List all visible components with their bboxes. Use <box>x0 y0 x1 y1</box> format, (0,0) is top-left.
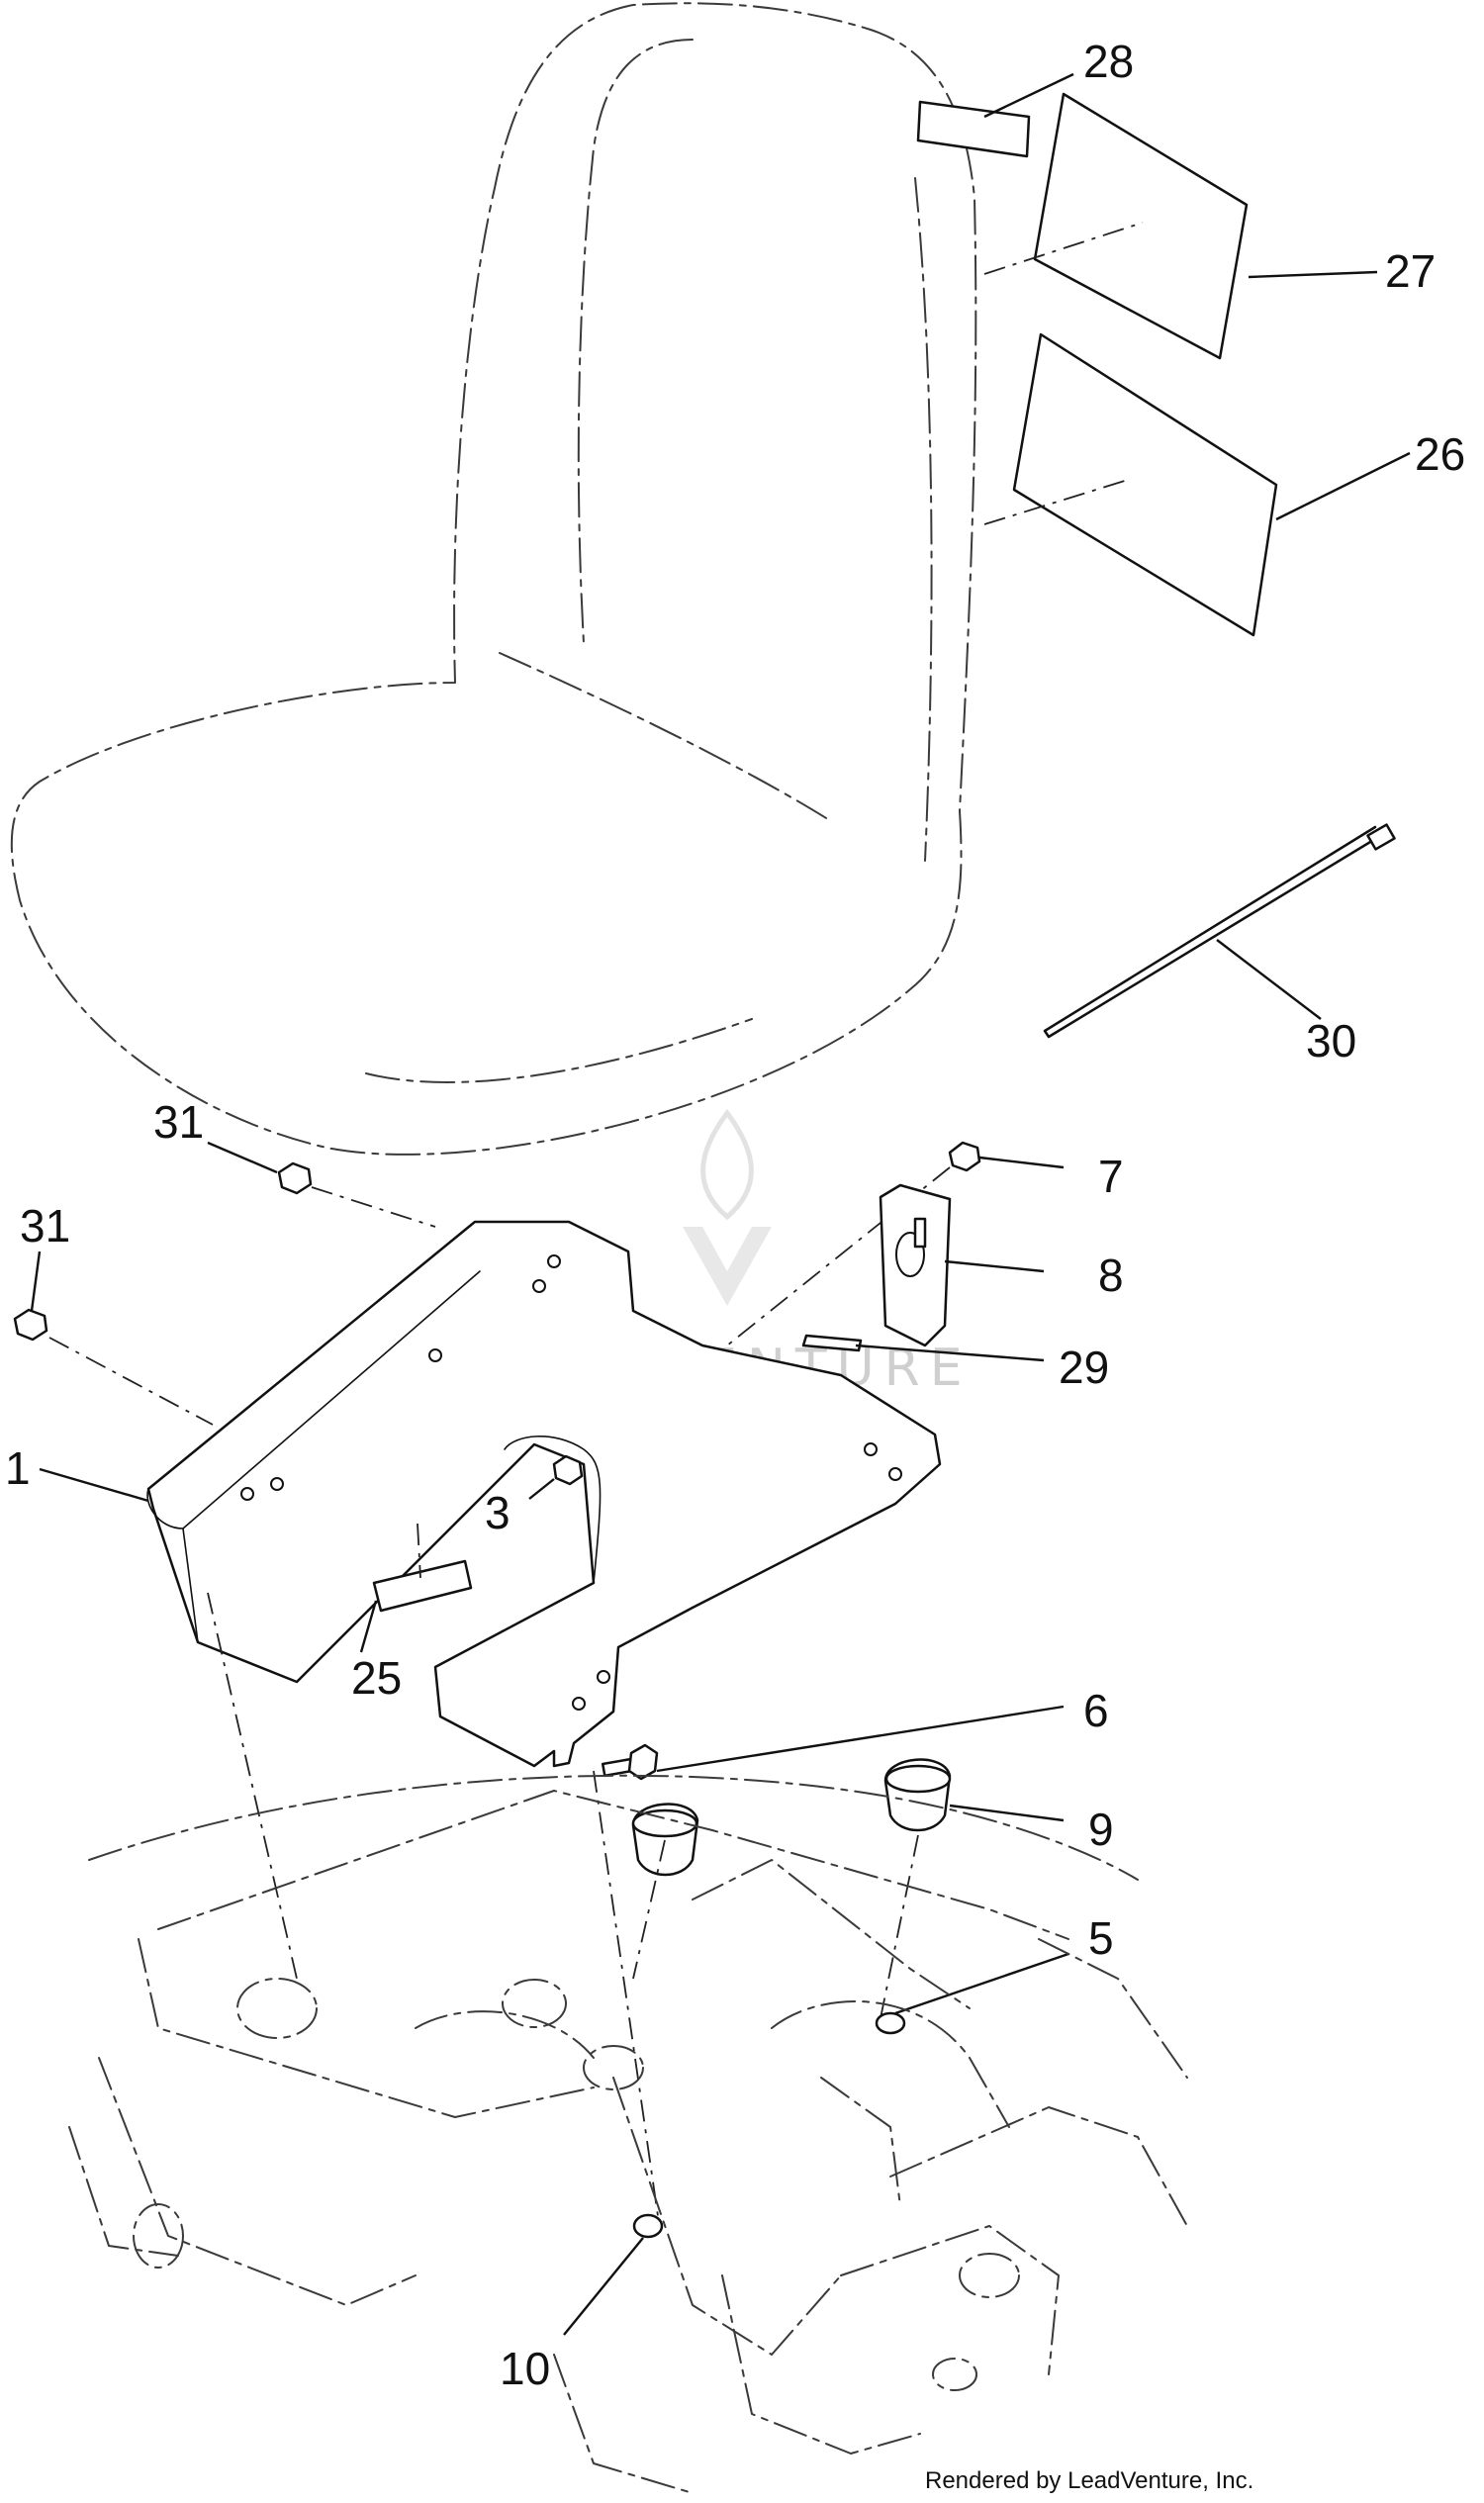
callout-8: 8 <box>1098 1250 1124 1301</box>
callout-27: 27 <box>1385 245 1436 297</box>
tractor-frame <box>68 1774 1188 2494</box>
bumper-9 <box>631 1758 1065 2019</box>
cable-tie-30 <box>1043 823 1396 1039</box>
seat-outline <box>10 2 977 1156</box>
nut-10 <box>563 1770 664 2336</box>
bracket-8 <box>879 1183 1045 1347</box>
bolt-31-left <box>13 1251 214 1426</box>
nut-5 <box>875 1952 1069 2035</box>
callout-29: 29 <box>1059 1342 1109 1393</box>
bolt-6 <box>601 1705 1065 1781</box>
callout-31-left: 31 <box>20 1200 70 1252</box>
callout-10: 10 <box>500 2343 550 2394</box>
callout-3: 3 <box>485 1487 510 1538</box>
callout-5: 5 <box>1088 1912 1114 1964</box>
callout-25: 25 <box>351 1652 402 1704</box>
bolt-31-upper <box>207 1141 436 1228</box>
nut-3 <box>528 1454 584 1500</box>
mounting-centerlines <box>207 1592 666 1980</box>
seat-plate-1 <box>39 1220 942 1768</box>
decal-27 <box>983 92 1378 360</box>
watermark-logo <box>683 1108 772 1306</box>
decal-25 <box>359 1523 473 1653</box>
decal-26 <box>983 332 1411 637</box>
callout-26: 26 <box>1415 428 1465 480</box>
callout-6: 6 <box>1083 1685 1109 1736</box>
callout-28: 28 <box>1083 36 1134 87</box>
callout-31-upper: 31 <box>153 1096 204 1148</box>
rendered-by-credit: Rendered by LeadVenture, Inc. <box>925 2467 1253 2494</box>
decal-28 <box>916 72 1074 158</box>
strip-29 <box>801 1334 1045 1362</box>
callout-9: 9 <box>1088 1804 1114 1855</box>
callout-30: 30 <box>1306 1015 1356 1066</box>
callout-7: 7 <box>1098 1151 1124 1202</box>
callout-1: 1 <box>5 1442 31 1494</box>
